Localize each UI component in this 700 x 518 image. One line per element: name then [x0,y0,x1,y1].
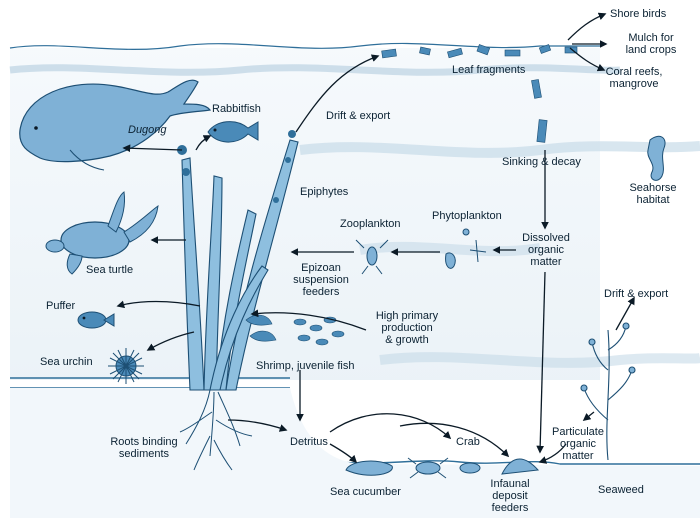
arrow-dom-to-infaunal [536,271,546,454]
label-mulch-line2: land crops [625,44,677,56]
label-leaf-fragments: Leaf fragments [452,64,526,76]
label-coral-line1: Coral reefs, [605,66,663,78]
arrow-to-dugong [122,144,183,153]
label-rabbitfish: Rabbitfish [212,103,261,115]
label-mulch-for-land-crops: Mulch for land crops [612,32,690,56]
label-production-line1: High primary [375,310,439,322]
label-production-line2: production [381,322,433,334]
water-band [299,141,700,158]
label-seahorse-line2: habitat [636,194,670,206]
label-infaunal-deposit-feeders: Infaunal deposit feeders [480,478,540,514]
arrow-detritus-to-sea-cucumber [329,443,358,464]
label-epizoan-suspension-feeders: Epizoan suspension feeders [284,262,358,298]
label-roots-line1: Roots binding [110,436,178,448]
water-band [359,241,541,257]
sinking-leaf-icon [531,79,548,143]
water-surface-wave [9,42,600,50]
label-zooplankton: Zooplankton [340,218,401,230]
arrow-to-sea-urchin [146,331,195,351]
arrow-to-shore-birds [567,12,607,41]
crab-icon [407,457,481,479]
water-band [379,352,700,368]
label-epizoan-line3: feeders [302,286,340,298]
label-epiphytes: Epiphytes [300,186,349,198]
phytoplankton-icon [445,228,487,269]
label-coral-line2: mangrove [609,78,659,90]
label-sea-cucumber: Sea cucumber [330,486,401,498]
seahorse-icon [647,135,666,181]
label-seahorse-line1: Seahorse [629,182,677,194]
label-pom-line3: matter [562,450,594,462]
puffer-icon [77,311,115,329]
label-pom-line2: organic [559,438,597,450]
arrow-to-rabbitfish [195,135,212,151]
sea-cucumber-icon [345,460,393,476]
leaf-fragments-icon [381,44,578,59]
label-coral-reefs-mangrove: Coral reefs, mangrove [596,66,672,90]
arrow-detritus-to-crab [329,413,452,440]
water-background [10,48,600,380]
label-shrimp-juvenile-fish: Shrimp, juvenile fish [256,360,355,372]
label-shore-birds: Shore birds [610,8,667,20]
label-production-line3: & growth [385,334,429,346]
rabbitfish-icon [207,121,259,143]
label-sea-urchin: Sea urchin [40,356,93,368]
sea-turtle-icon [45,191,159,275]
label-seahorse-habitat: Seahorse habitat [616,182,690,206]
label-sinking-and-decay: Sinking & decay [502,156,581,168]
label-dom-line1: Dissolved [522,232,570,244]
label-crab: Crab [456,436,480,448]
label-infaunal-line3: feeders [491,502,529,514]
epiphytes-icon [177,130,296,203]
sea-urchin-icon [108,348,144,384]
water-band [9,64,621,76]
arrow-particulate-to-infaunal [538,443,567,464]
arrow-drift-export [295,54,380,133]
arrow-roots-to-detritus [227,419,288,432]
dugong-icon [19,79,212,171]
label-drift-and-export-right: Drift & export [604,288,669,300]
label-high-primary-production: High primary production & growth [364,310,450,346]
label-pom-line1: Particulate [552,426,604,438]
label-infaunal-line2: deposit [492,490,528,502]
label-mulch-line1: Mulch for [628,32,674,44]
label-detritus: Detritus [290,436,328,448]
label-particulate-organic-matter: Particulate organic matter [540,426,616,462]
arrow-production-to-shrimp [250,309,367,331]
label-dissolved-organic-matter: Dissolved organic matter [510,232,582,268]
sediment-fill [10,388,700,518]
arrow-to-puffer [116,300,201,309]
label-drift-and-export-top: Drift & export [326,110,391,122]
arrow-detritus-to-infaunal [399,422,510,458]
zooplankton-icon [355,239,389,275]
label-puffer: Puffer [46,300,76,312]
label-sea-turtle: Sea turtle [86,264,134,276]
label-epizoan-line2: suspension [293,274,349,286]
label-epizoan-line1: Epizoan [301,262,341,274]
arrow-seaweed-to-particulate [582,411,595,421]
arrow-seaweed-drift-export [615,296,635,331]
arrow-to-coral-reefs [569,47,606,72]
label-dom-line2: organic [527,244,565,256]
label-roots-line2: sediments [118,448,170,460]
sediment-floor [269,389,700,465]
label-seaweed: Seaweed [598,484,644,496]
flow-arrows [116,12,635,464]
seaweed-icon [580,322,636,461]
label-roots-binding-sediments: Roots binding sediments [96,436,192,460]
label-dugong: Dugong [128,124,167,136]
infaunal-deposit-feeder-icon [501,458,540,475]
roots-icon [179,389,253,471]
label-phytoplankton: Phytoplankton [432,210,502,222]
label-infaunal-line1: Infaunal [490,478,530,490]
label-dom-line3: matter [530,256,562,268]
